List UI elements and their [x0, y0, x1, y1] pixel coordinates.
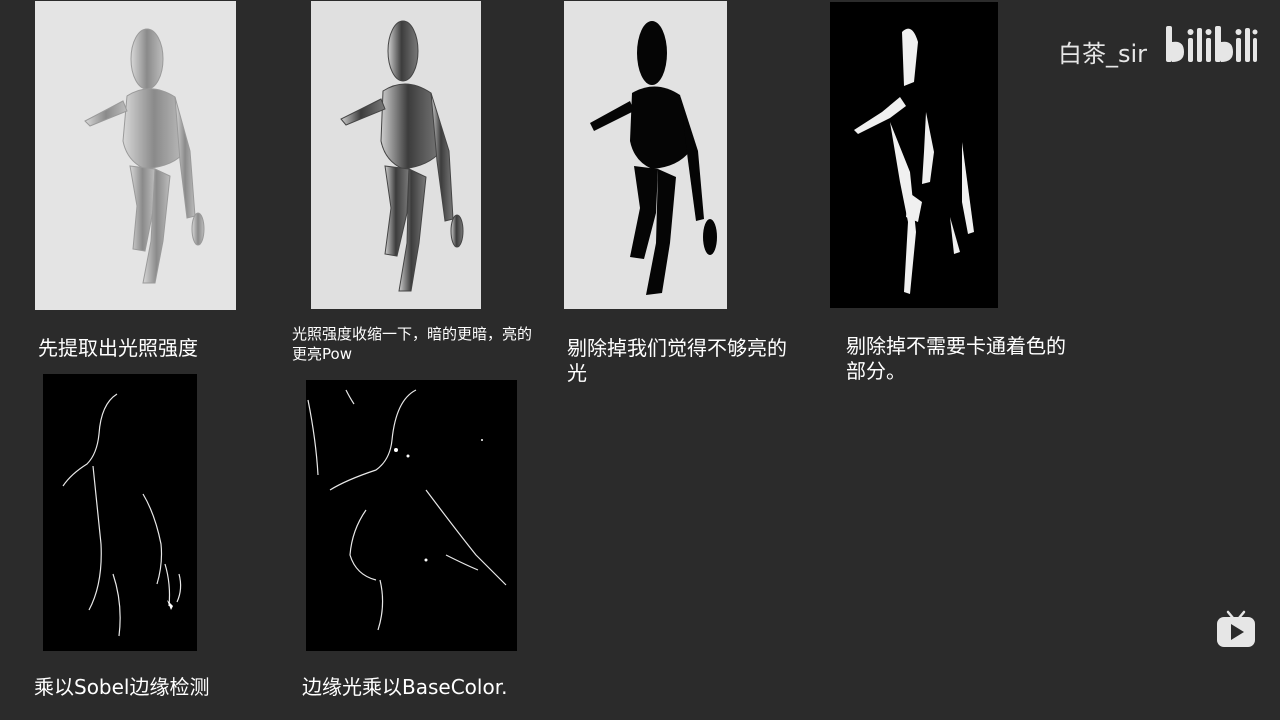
bilibili-logo	[1162, 22, 1258, 68]
image-light-intensity	[35, 1, 236, 310]
image-light-pow	[311, 1, 481, 309]
figure-edge-lines	[62, 393, 182, 637]
tv-play-icon[interactable]	[1216, 610, 1256, 648]
figure-grey-render	[84, 28, 205, 284]
caption-threshold-bright: 剔除掉我们觉得不够亮的光	[567, 336, 787, 385]
caption-light-pow: 光照强度收缩一下，暗的更暗，亮的更亮Pow	[292, 325, 533, 363]
figure-black-silhouette	[590, 21, 717, 295]
image-mask-toon	[830, 2, 998, 308]
caption-edge-basecolor: 边缘光乘以BaseColor.	[302, 675, 508, 699]
image-sobel-edge	[43, 374, 197, 651]
image-threshold-bright	[564, 1, 727, 309]
figure-white-highlights	[854, 28, 974, 294]
caption-light-intensity: 先提取出光照强度	[38, 336, 198, 360]
figure-contrast-render	[340, 20, 464, 292]
caption-mask-toon: 剔除掉不需要卡通着色的部分。	[846, 334, 1066, 383]
image-edge-basecolor	[306, 380, 517, 651]
caption-sobel-edge: 乘以Sobel边缘检测	[34, 675, 210, 699]
author-watermark: 白茶_sir	[1058, 40, 1148, 68]
figure-edge-color-lines	[307, 389, 507, 631]
